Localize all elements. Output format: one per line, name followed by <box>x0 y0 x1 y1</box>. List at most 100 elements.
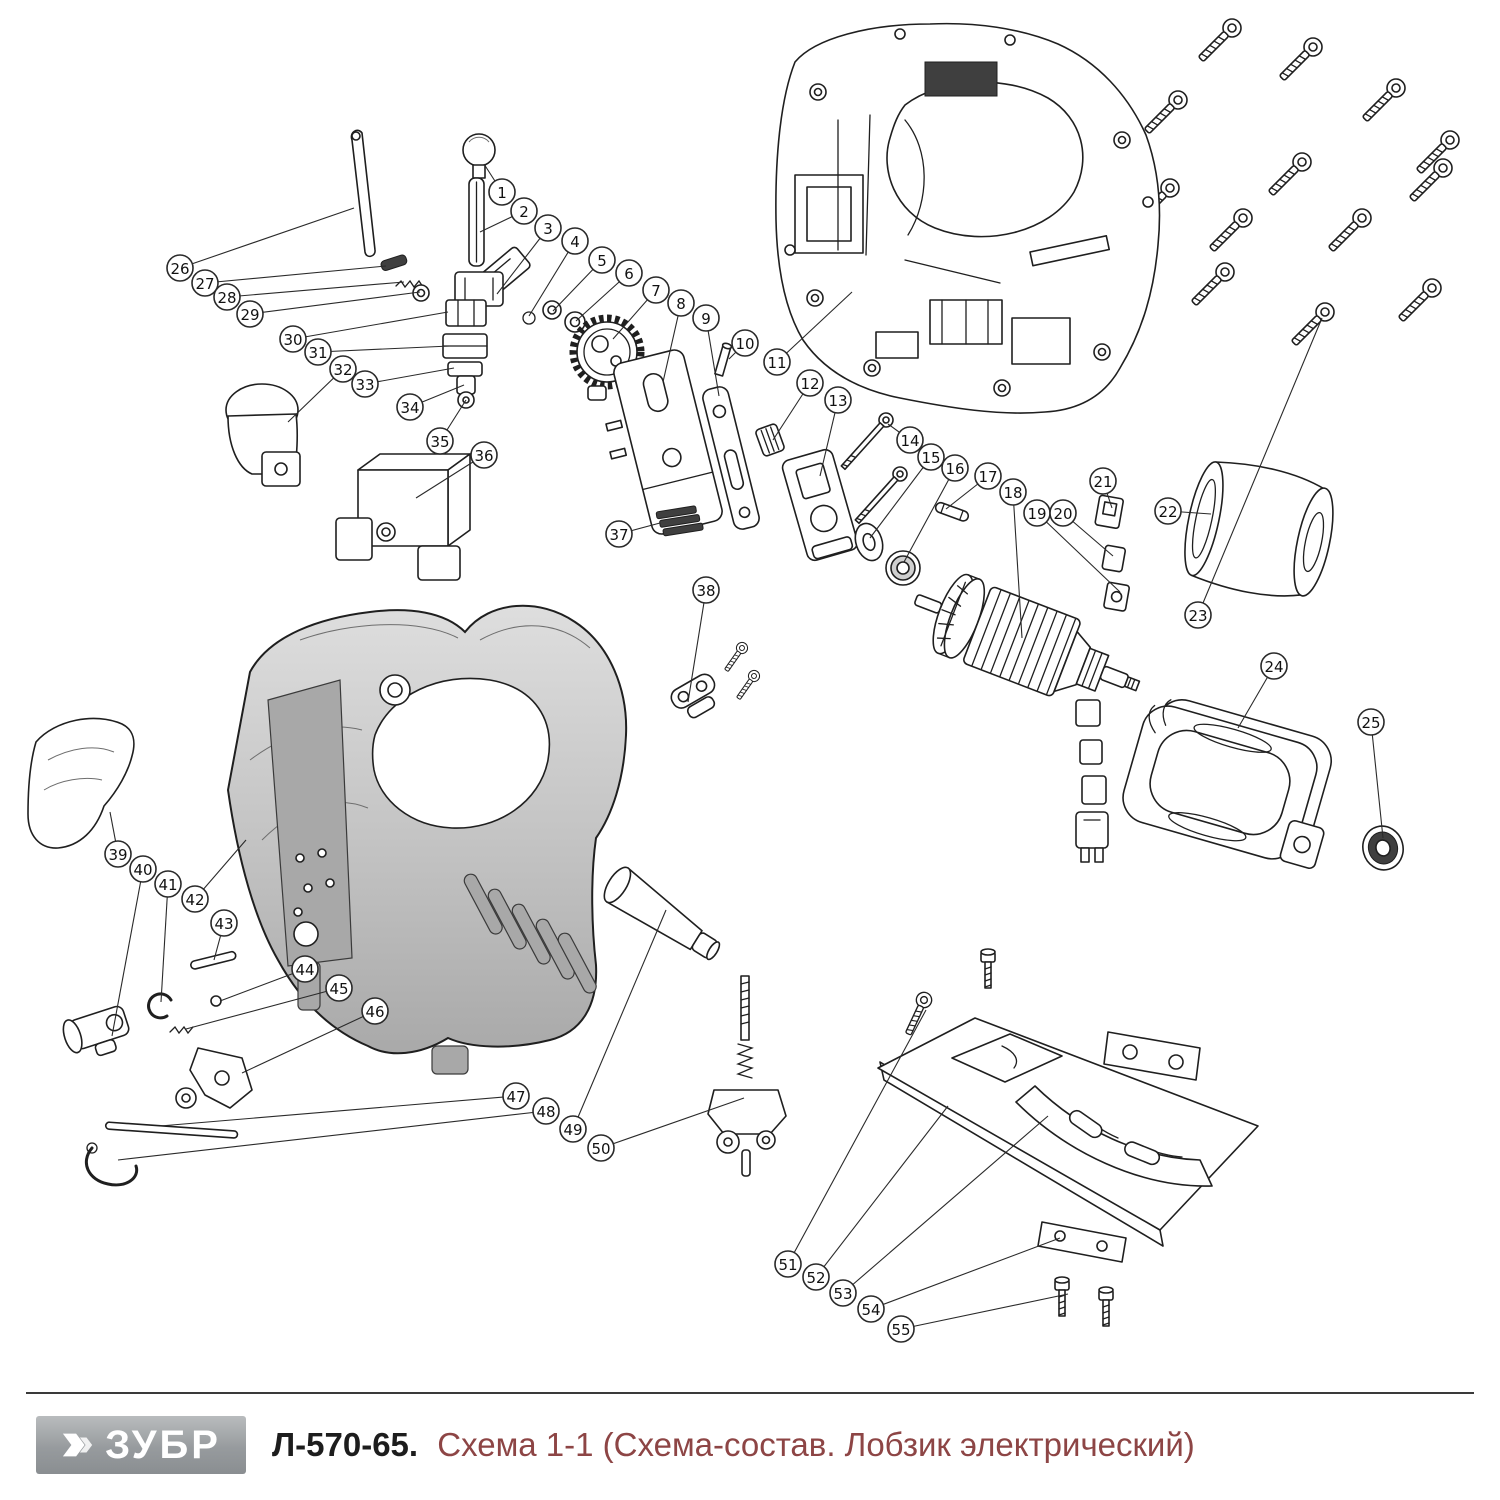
callout-16: 16 <box>941 454 969 482</box>
callout-19: 19 <box>1023 499 1051 527</box>
callout-41: 41 <box>154 870 182 898</box>
callout-6: 6 <box>615 259 643 287</box>
brush-parts-drawing <box>1075 494 1130 863</box>
callout-40: 40 <box>129 855 157 883</box>
callout-20: 20 <box>1049 499 1077 527</box>
svg-text:35: 35 <box>430 433 449 451</box>
callout-45: 45 <box>325 974 353 1002</box>
main-body-drawing <box>226 604 628 1075</box>
callout-51: 51 <box>774 1250 802 1278</box>
callout-47: 47 <box>502 1082 530 1110</box>
callout-43: 43 <box>210 909 238 937</box>
cone-pendulum-drawing <box>603 866 787 1177</box>
svg-text:28: 28 <box>217 289 236 307</box>
svg-text:11: 11 <box>767 354 786 372</box>
svg-text:4: 4 <box>570 233 580 251</box>
svg-text:1: 1 <box>497 184 507 202</box>
brand-name: ЗУБР <box>105 1423 221 1467</box>
svg-text:21: 21 <box>1093 473 1112 491</box>
callout-48: 48 <box>532 1097 560 1125</box>
svg-text:12: 12 <box>800 375 819 393</box>
svg-text:9: 9 <box>701 310 711 328</box>
callout-2: 2 <box>510 197 538 225</box>
footer-divider <box>26 1392 1474 1394</box>
callout-31: 31 <box>304 338 332 366</box>
footer: ЗУБР Л-570-65. Схема 1-1 (Схема-состав. … <box>0 1392 1500 1474</box>
svg-text:6: 6 <box>624 265 634 283</box>
svg-text:10: 10 <box>735 335 754 353</box>
motor-parts-drawing <box>1122 461 1404 871</box>
model-number: Л-570-65. <box>272 1426 419 1463</box>
plunger-assembly-drawing <box>225 129 586 581</box>
callout-46: 46 <box>361 997 389 1025</box>
svg-text:7: 7 <box>651 282 661 300</box>
callout-36: 36 <box>470 441 498 469</box>
svg-text:31: 31 <box>308 344 327 362</box>
svg-text:40: 40 <box>133 861 152 879</box>
svg-text:34: 34 <box>400 399 419 417</box>
svg-text:17: 17 <box>978 468 997 486</box>
callout-27: 27 <box>191 269 219 297</box>
svg-text:36: 36 <box>474 447 493 465</box>
svg-text:33: 33 <box>355 376 374 394</box>
svg-text:43: 43 <box>214 915 233 933</box>
callout-22: 22 <box>1154 497 1182 525</box>
callout-25: 25 <box>1357 708 1385 736</box>
svg-text:52: 52 <box>806 1269 825 1287</box>
svg-text:20: 20 <box>1053 505 1072 523</box>
callout-33: 33 <box>351 370 379 398</box>
svg-text:32: 32 <box>333 361 352 379</box>
svg-text:15: 15 <box>921 449 940 467</box>
armature-drawing <box>914 573 1141 697</box>
blade-guide-parts-drawing <box>27 717 253 1187</box>
svg-text:38: 38 <box>696 582 715 600</box>
callout-30: 30 <box>279 325 307 353</box>
callout-13: 13 <box>824 386 852 414</box>
svg-text:13: 13 <box>828 392 847 410</box>
callout-1: 1 <box>488 178 516 206</box>
housing-half-drawing <box>775 22 1161 414</box>
callout-37: 37 <box>605 520 633 548</box>
callout-15: 15 <box>917 443 945 471</box>
svg-text:26: 26 <box>170 260 189 278</box>
callout-55: 55 <box>887 1315 915 1343</box>
callout-8: 8 <box>667 289 695 317</box>
svg-text:51: 51 <box>778 1256 797 1274</box>
callout-35: 35 <box>426 427 454 455</box>
svg-text:5: 5 <box>597 252 607 270</box>
callout-38: 38 <box>692 576 720 604</box>
svg-text:47: 47 <box>506 1088 525 1106</box>
callout-11: 11 <box>763 348 791 376</box>
svg-text:22: 22 <box>1158 503 1177 521</box>
callout-50: 50 <box>587 1134 615 1162</box>
svg-text:48: 48 <box>536 1103 555 1121</box>
callout-14: 14 <box>896 426 924 454</box>
svg-text:46: 46 <box>365 1003 384 1021</box>
svg-text:8: 8 <box>676 295 686 313</box>
svg-text:14: 14 <box>900 432 919 450</box>
callout-21: 21 <box>1089 467 1117 495</box>
callout-52: 52 <box>802 1263 830 1291</box>
zubr-arrow-icon <box>62 1433 93 1457</box>
callout-53: 53 <box>829 1279 857 1307</box>
svg-text:53: 53 <box>833 1285 852 1303</box>
callout-49: 49 <box>559 1115 587 1143</box>
callout-4: 4 <box>561 227 589 255</box>
svg-text:25: 25 <box>1361 714 1380 732</box>
svg-text:49: 49 <box>563 1121 582 1139</box>
callout-12: 12 <box>796 369 824 397</box>
svg-text:3: 3 <box>543 220 553 238</box>
callout-32: 32 <box>329 355 357 383</box>
base-plate-drawing <box>877 948 1259 1327</box>
callout-28: 28 <box>213 283 241 311</box>
svg-text:54: 54 <box>861 1301 880 1319</box>
svg-text:45: 45 <box>329 980 348 998</box>
callout-24: 24 <box>1260 652 1288 680</box>
svg-text:50: 50 <box>591 1140 610 1158</box>
callout-44: 44 <box>291 955 319 983</box>
svg-text:2: 2 <box>519 203 529 221</box>
svg-text:24: 24 <box>1264 658 1283 676</box>
svg-text:42: 42 <box>185 891 204 909</box>
